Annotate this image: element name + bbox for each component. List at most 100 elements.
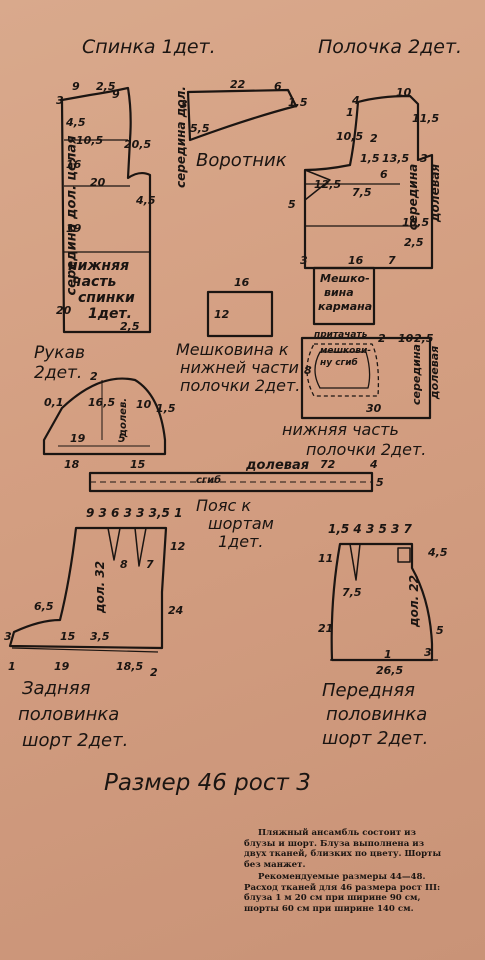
num: 10: [396, 86, 412, 99]
num: 2,5: [404, 236, 424, 249]
spinka-outline: [60, 86, 152, 334]
num: 20: [56, 304, 72, 317]
num: 5: [376, 476, 384, 489]
num: 7,5: [342, 586, 362, 599]
meshkovina-karmana-outline: [312, 266, 376, 326]
num: 5: [436, 624, 444, 637]
num: 24: [168, 604, 184, 617]
num: 6: [380, 168, 388, 181]
num: 12: [170, 540, 186, 553]
num: 9 3 6 3 3 3,5 1: [86, 506, 183, 520]
num: 16,5: [88, 396, 116, 409]
caption-paragraph-1: Пляжный ансамбль состоит из блузы и шорт…: [244, 828, 442, 870]
num: 10,5: [76, 134, 104, 147]
label-nizhnyaya-spinki-2: часть: [72, 274, 117, 290]
num: 15: [130, 458, 146, 471]
num: 4,5: [428, 546, 448, 559]
num: 26,5: [376, 664, 404, 677]
num: 9: [112, 88, 120, 101]
num: 11,5: [412, 112, 440, 125]
num: 8: [120, 558, 128, 571]
num: 12: [214, 308, 230, 321]
label-dol-pered: дол. 22: [407, 574, 422, 628]
title-meshkovina-2: нижней части: [180, 358, 299, 377]
title-perednyaya-1: Передняя: [322, 680, 415, 701]
label-meshk-karm-1: Мешко-: [320, 272, 370, 285]
num: 1: [384, 648, 392, 661]
num: 3: [300, 254, 308, 267]
num: 6: [274, 80, 282, 93]
num: 5,5: [190, 122, 210, 135]
title-zadnyaya-1: Задняя: [22, 678, 91, 699]
num: 1,5 4 3 5 3 7: [328, 522, 412, 536]
label-nizhnyaya-spinki-3: спинки: [78, 290, 135, 306]
num: 7: [146, 558, 154, 571]
caption-paragraph-2: Рекомендуемые размеры 44—48. Расход ткан…: [244, 872, 441, 914]
num: 3: [4, 630, 12, 643]
num: 30: [366, 402, 382, 415]
label-meshk-karm-2: вина: [324, 286, 354, 299]
num: 16: [234, 276, 250, 289]
rukav-outline: [42, 377, 167, 456]
num: 12,5: [314, 178, 342, 191]
title-poyas-2: шортам: [208, 514, 274, 533]
title-meshkovina-3: полочки 2дет.: [180, 376, 301, 395]
num: 10: [398, 332, 414, 345]
num: 18,5: [116, 660, 144, 673]
num: 3: [424, 646, 432, 659]
num: 20: [90, 176, 106, 189]
title-spinka: Спинка 1дет.: [82, 36, 216, 58]
label-dolevaya-polochka: долевая: [428, 163, 443, 223]
vorotnik-outline: [186, 88, 298, 142]
title-poyas-3: 1дет.: [218, 532, 264, 551]
title-zadnyaya-2: половинка: [18, 704, 120, 725]
title-vorotnik: Воротник: [196, 150, 287, 171]
title-nizhnyaya-2: полочки 2дет.: [306, 440, 427, 459]
label-dol-zadn: дол. 32: [93, 560, 108, 614]
num: 7,5: [352, 186, 372, 199]
num: 2,5: [414, 332, 434, 345]
title-poyas-1: Пояс к: [196, 496, 251, 515]
caption-text: Пляжный ансамбль состоит из блузы и шорт…: [244, 828, 444, 916]
num: 10,5: [402, 216, 430, 229]
label-meshkovinu: мешкови-: [320, 346, 372, 356]
label-dolevaya-poyas: долевая: [246, 458, 310, 473]
num: 72: [320, 458, 336, 471]
label-sgib: сгиб: [196, 475, 222, 486]
num: 16: [66, 158, 82, 171]
num: 9: [72, 80, 80, 93]
zadnyaya-polovinka-outline: [8, 526, 168, 650]
num: 4: [352, 94, 360, 107]
label-nizhnyaya-spinki-1: нижняя: [68, 258, 130, 274]
num: 4,5: [66, 116, 86, 129]
label-ser-nizh: середина: [409, 344, 423, 405]
num: 2: [90, 370, 98, 383]
num: 5: [118, 432, 126, 445]
label-meshk-karm-3: кармана: [318, 300, 373, 313]
title-rukav-2: 2дет.: [34, 363, 83, 383]
polochka-outline: [303, 94, 434, 270]
num: 19: [54, 660, 70, 673]
num: 20,5: [124, 138, 152, 151]
num: 1,5: [360, 152, 380, 165]
num: 1,5: [288, 96, 308, 109]
num: 2,5: [96, 80, 116, 93]
num: 5: [288, 198, 296, 211]
title-nizhnyaya-1: нижняя часть: [282, 420, 399, 439]
num: 19: [66, 222, 82, 235]
num: 3: [56, 94, 64, 107]
num: 2: [378, 332, 386, 345]
num: 22: [230, 78, 246, 91]
num: 4,5: [136, 194, 156, 207]
num: 1: [8, 660, 16, 673]
num: 21: [318, 622, 334, 635]
num: 19: [70, 432, 86, 445]
num: 13,5: [382, 152, 410, 165]
num: 18: [64, 458, 80, 471]
num: 15: [60, 630, 76, 643]
title-perednyaya-3: шорт 2дет.: [322, 728, 429, 749]
num: 11: [318, 552, 334, 565]
label-nizhnyaya-spinki-4: 1дет.: [88, 306, 132, 322]
